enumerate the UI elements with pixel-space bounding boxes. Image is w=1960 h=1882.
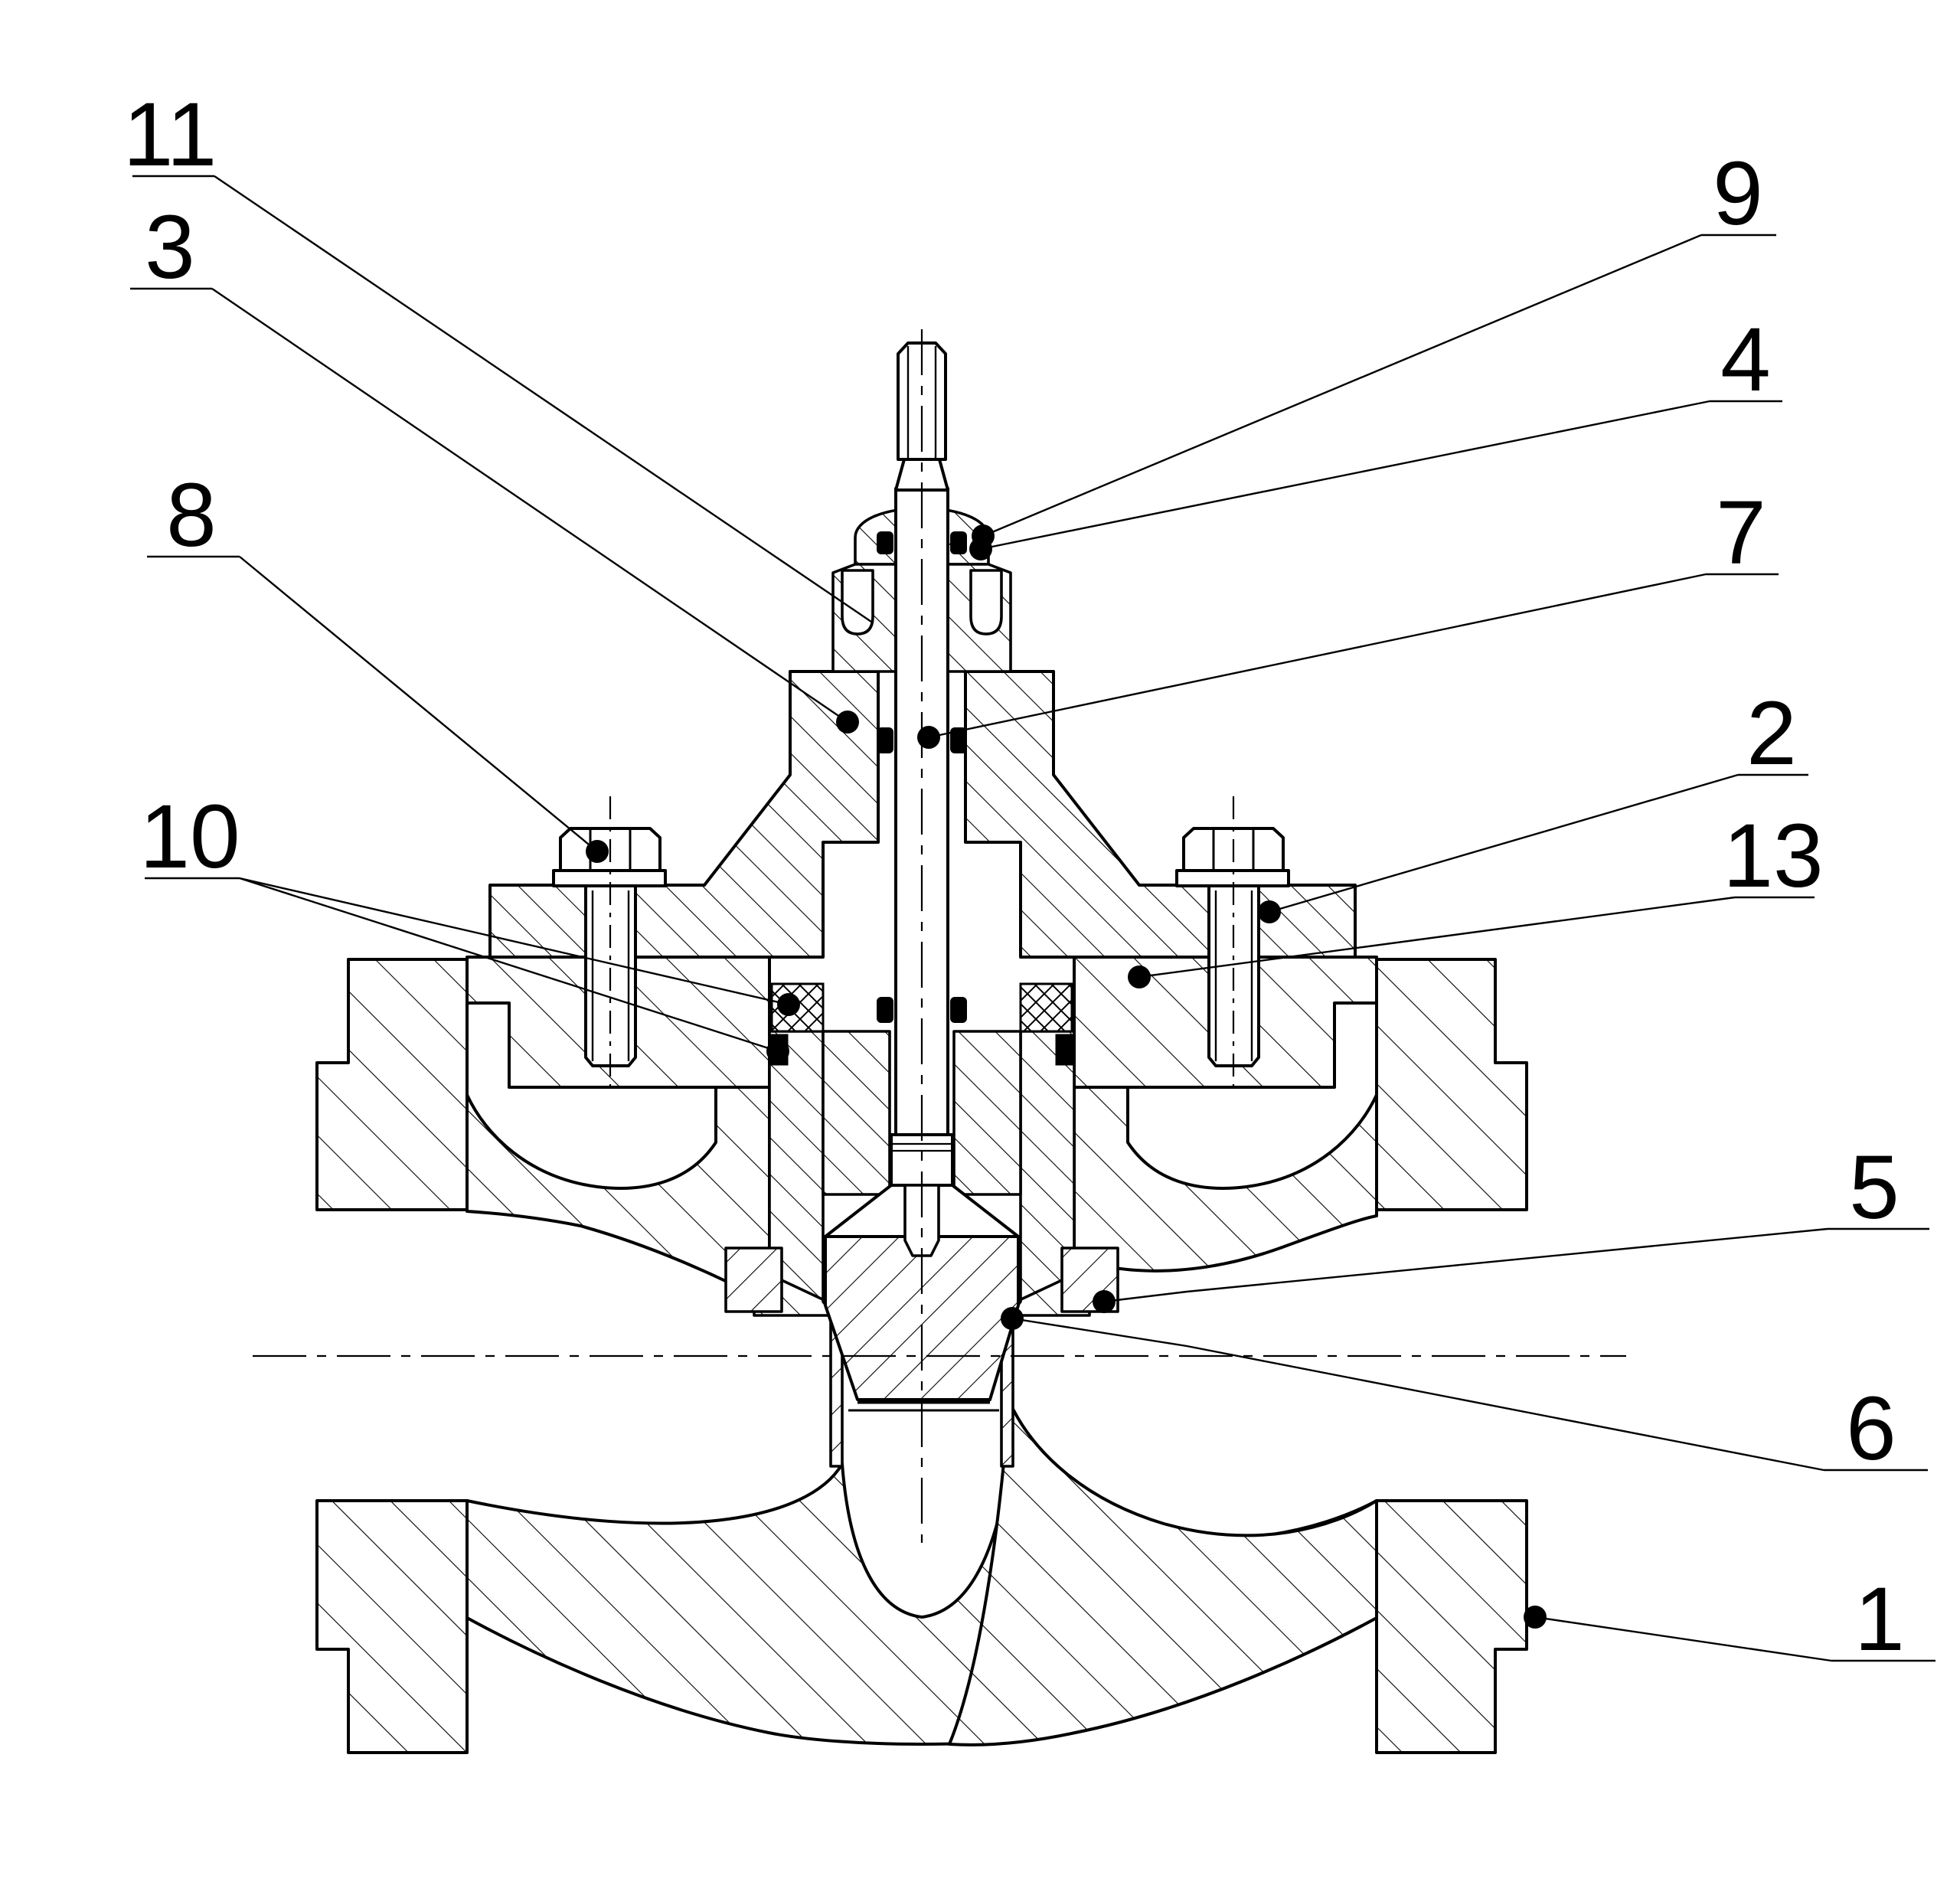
- seat-link-right: [1012, 1279, 1063, 1305]
- callout-dot-7: [917, 726, 940, 749]
- oring-dome-left: [877, 531, 893, 554]
- right-flange-lower: [1375, 1499, 1528, 1754]
- callout-leader-10-1: [239, 877, 789, 1006]
- callout-dot-3: [836, 711, 859, 734]
- callout-label-9: 9: [1713, 143, 1763, 244]
- body-wall-upper-right: [1073, 1086, 1378, 1273]
- callout-dot-8: [586, 840, 609, 863]
- callout-2: 2: [1258, 683, 1808, 923]
- callout-label-4: 4: [1720, 309, 1771, 410]
- gland-nut-left: [831, 563, 897, 673]
- callout-dot-4: [969, 537, 992, 560]
- callout-leader-10-2: [239, 877, 779, 1053]
- callout-dot-5: [1093, 1290, 1116, 1313]
- seat-clamp-left: [724, 1246, 783, 1313]
- callout-leader-1: [1534, 1616, 1832, 1662]
- callout-label-3: 3: [145, 197, 195, 298]
- callout-3: 3: [130, 197, 859, 734]
- callout-leader-7: [928, 573, 1707, 739]
- stem-thread-top: [897, 341, 947, 461]
- oring-guide-right: [950, 997, 967, 1023]
- left-flange-lower: [315, 1499, 469, 1754]
- callout-13: 13: [1128, 805, 1824, 988]
- oring-bonnet-right: [950, 727, 967, 753]
- body-partition: [948, 1400, 1378, 1746]
- callout-4: 4: [969, 309, 1782, 560]
- callout-label-1: 1: [1854, 1569, 1905, 1670]
- callout-10: 10: [139, 786, 800, 1063]
- callout-label-5: 5: [1849, 1137, 1900, 1238]
- callout-label-2: 2: [1746, 683, 1797, 784]
- callout-8: 8: [147, 465, 609, 863]
- callout-leader-3: [211, 288, 848, 723]
- oring-guide-left: [877, 997, 893, 1023]
- callout-label-7: 7: [1716, 482, 1766, 583]
- callout-leader-5: [1103, 1227, 1828, 1303]
- bonnet-right-half: [964, 670, 1357, 959]
- callout-label-13: 13: [1723, 805, 1823, 907]
- callout-7: 7: [917, 482, 1779, 749]
- seat-link-left: [781, 1279, 831, 1305]
- callout-dot-6: [1001, 1307, 1024, 1330]
- left-flange-upper: [315, 958, 469, 1211]
- callout-1: 1: [1524, 1569, 1936, 1670]
- callout-dot-13: [1128, 966, 1151, 988]
- callout-label-11: 11: [123, 84, 217, 185]
- valve-body: [315, 956, 1528, 1754]
- callout-layer: 11 3 8 10 9 4 7 2 13 5 6 1: [123, 84, 1936, 1670]
- callout-leader-6: [1011, 1317, 1824, 1472]
- callout-dot-1: [1524, 1606, 1547, 1629]
- callout-leader-2: [1269, 773, 1739, 913]
- guide-bushing-left: [822, 1030, 891, 1196]
- gland-nut-right: [946, 563, 1012, 673]
- packing-ring-right: [1019, 982, 1073, 1033]
- callout-label-8: 8: [166, 465, 217, 566]
- callout-leader-8: [239, 556, 598, 852]
- callout-9: 9: [972, 143, 1776, 547]
- callout-label-10: 10: [139, 786, 240, 887]
- right-flange-upper: [1375, 958, 1528, 1211]
- bonnet-left-half: [488, 670, 880, 959]
- stem-neck: [894, 458, 949, 492]
- oring-bonnet-left: [877, 727, 893, 753]
- seal-ring-right: [1055, 1034, 1073, 1066]
- callout-label-6: 6: [1846, 1378, 1896, 1479]
- guide-bushing-right: [952, 1030, 1022, 1196]
- callout-dot-10-2: [766, 1040, 789, 1063]
- stem-tip: [903, 1184, 940, 1257]
- oring-dome-right: [950, 531, 967, 554]
- body-wall-upper-left: [466, 1086, 771, 1305]
- callout-leader-4: [980, 400, 1710, 551]
- callout-leader-13: [1138, 896, 1736, 979]
- stem-seals: [877, 531, 967, 1023]
- callout-5: 5: [1093, 1137, 1929, 1313]
- centerlines: [253, 329, 1626, 1543]
- callout-leader-9: [982, 234, 1702, 537]
- callout-6: 6: [1001, 1307, 1928, 1479]
- callout-dot-2: [1258, 900, 1281, 923]
- callout-11: 11: [123, 84, 872, 622]
- callout-dot-10-1: [777, 993, 800, 1016]
- callout-leader-11: [214, 175, 872, 622]
